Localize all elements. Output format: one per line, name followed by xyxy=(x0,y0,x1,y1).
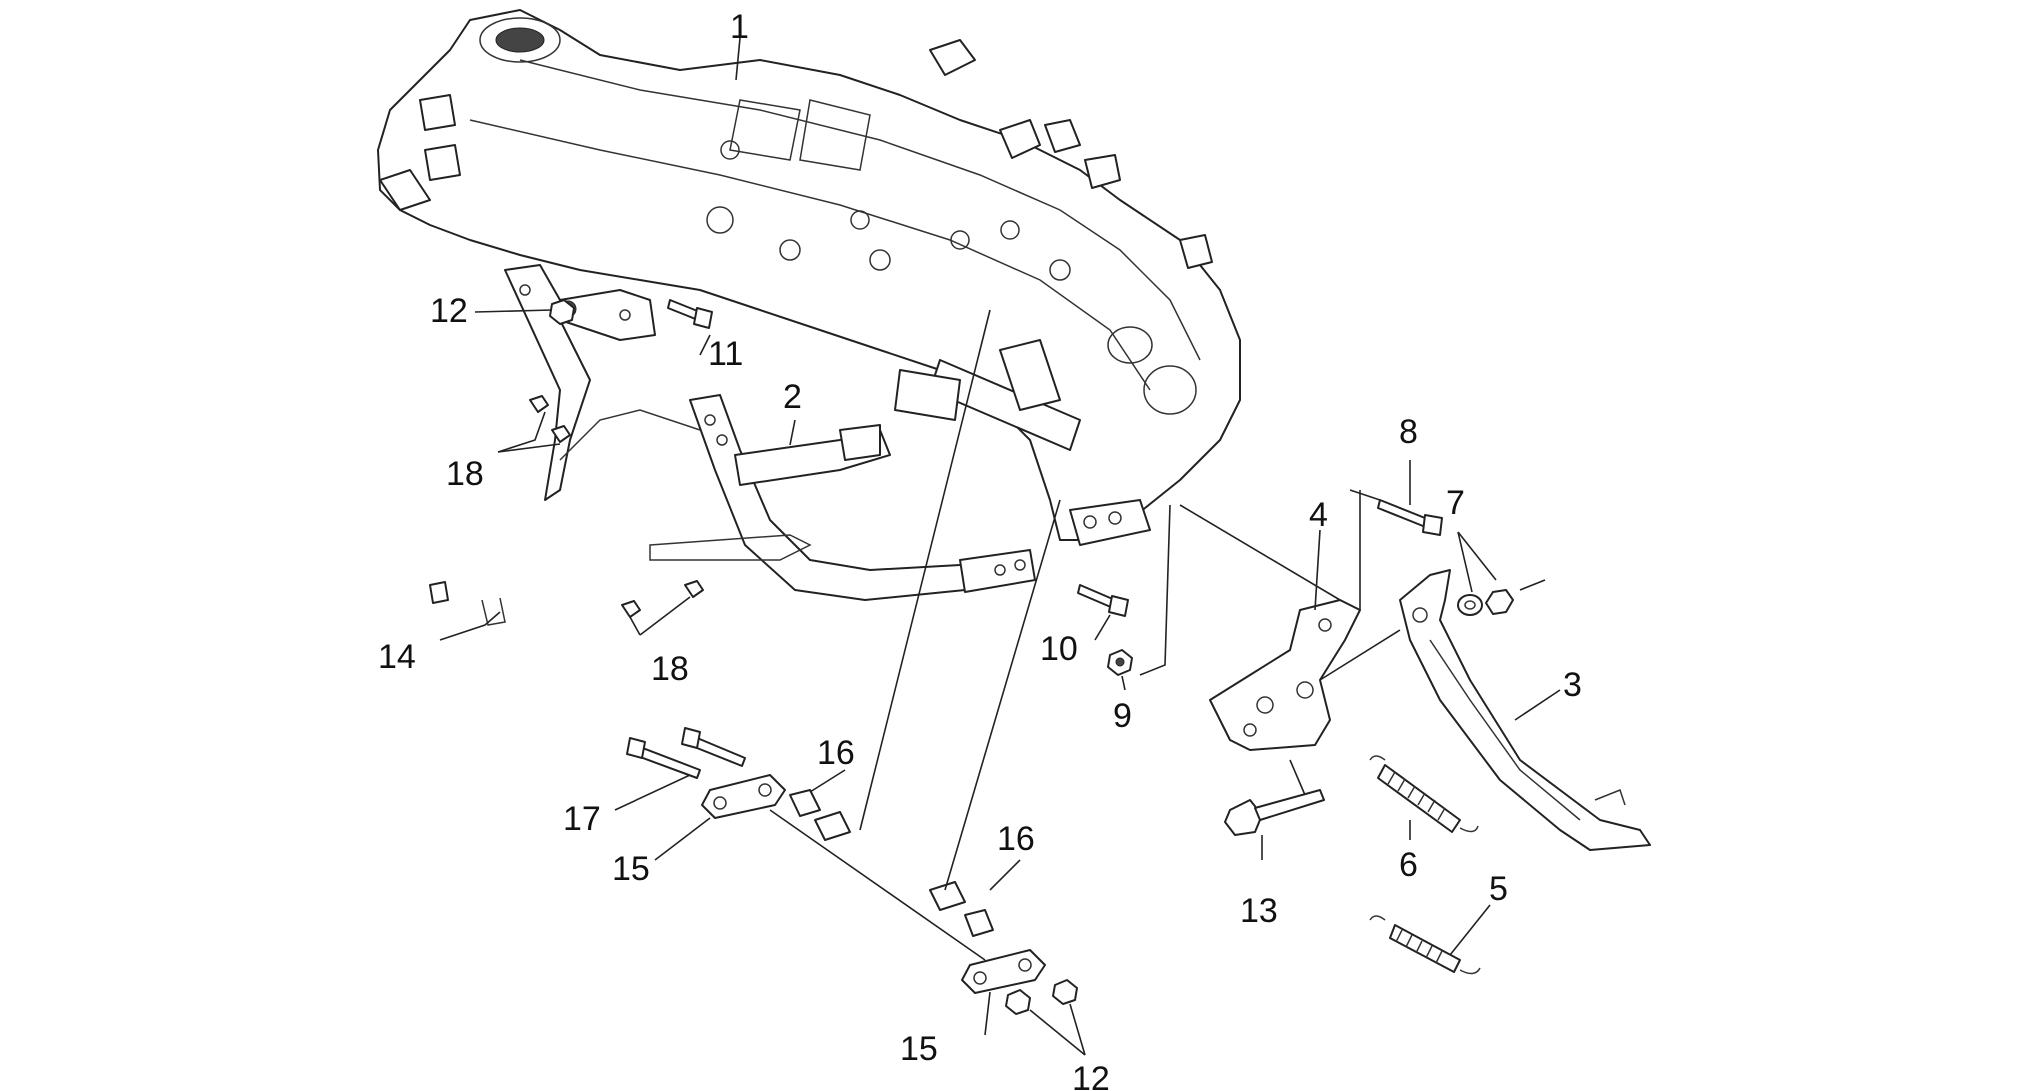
callout-10: 10 xyxy=(1040,630,1078,668)
bolt-10 xyxy=(1077,584,1129,617)
callout-12-upper: 12 xyxy=(430,292,468,330)
callout-14: 14 xyxy=(378,638,416,676)
callout-18-lower: 18 xyxy=(651,650,689,688)
bushing-16-upper xyxy=(789,789,851,841)
callout-labels: 1 2 3 4 5 6 7 8 9 10 11 12 12 13 14 15 1… xyxy=(378,8,1582,1091)
link-plate-15-upper xyxy=(701,774,786,819)
leader-lines xyxy=(439,37,1561,1056)
nut-9 xyxy=(1107,649,1133,676)
callout-1: 1 xyxy=(730,8,749,46)
callout-15-upper: 15 xyxy=(612,850,650,888)
callout-9: 9 xyxy=(1113,697,1132,735)
bolt-8 xyxy=(1377,499,1443,536)
nut-12-upper xyxy=(549,299,575,325)
callout-15-lower: 15 xyxy=(900,1030,938,1068)
spring-upper xyxy=(1369,755,1479,833)
callout-16-lower: 16 xyxy=(997,820,1035,858)
bolt-13 xyxy=(1224,789,1325,836)
nuts-12-lower xyxy=(1005,979,1078,1015)
callout-12-lower: 12 xyxy=(1072,1060,1110,1091)
callout-16-upper: 16 xyxy=(817,734,855,772)
callout-13: 13 xyxy=(1240,892,1278,930)
main-frame xyxy=(377,9,1241,546)
callout-7: 7 xyxy=(1446,484,1465,522)
clips-18 xyxy=(529,395,704,618)
callout-4: 4 xyxy=(1309,496,1328,534)
bolt-11 xyxy=(667,299,713,329)
callout-8: 8 xyxy=(1399,413,1418,451)
clips-14 xyxy=(429,581,506,626)
bushing-16-lower xyxy=(929,881,994,937)
stand-bracket xyxy=(1209,599,1361,751)
lower-cradle xyxy=(559,394,1036,601)
callout-6: 6 xyxy=(1399,846,1418,884)
bolts-17 xyxy=(626,727,746,779)
callout-11: 11 xyxy=(708,335,743,373)
callout-17: 17 xyxy=(563,800,601,838)
side-stand xyxy=(1399,569,1651,851)
link-plate-15-lower xyxy=(961,949,1046,994)
spring-lower xyxy=(1369,915,1481,975)
callout-5: 5 xyxy=(1489,870,1508,908)
washer-nut-7 xyxy=(1457,589,1514,616)
callout-3: 3 xyxy=(1563,666,1582,704)
callout-2: 2 xyxy=(783,378,802,416)
callout-18-upper: 18 xyxy=(446,455,484,493)
